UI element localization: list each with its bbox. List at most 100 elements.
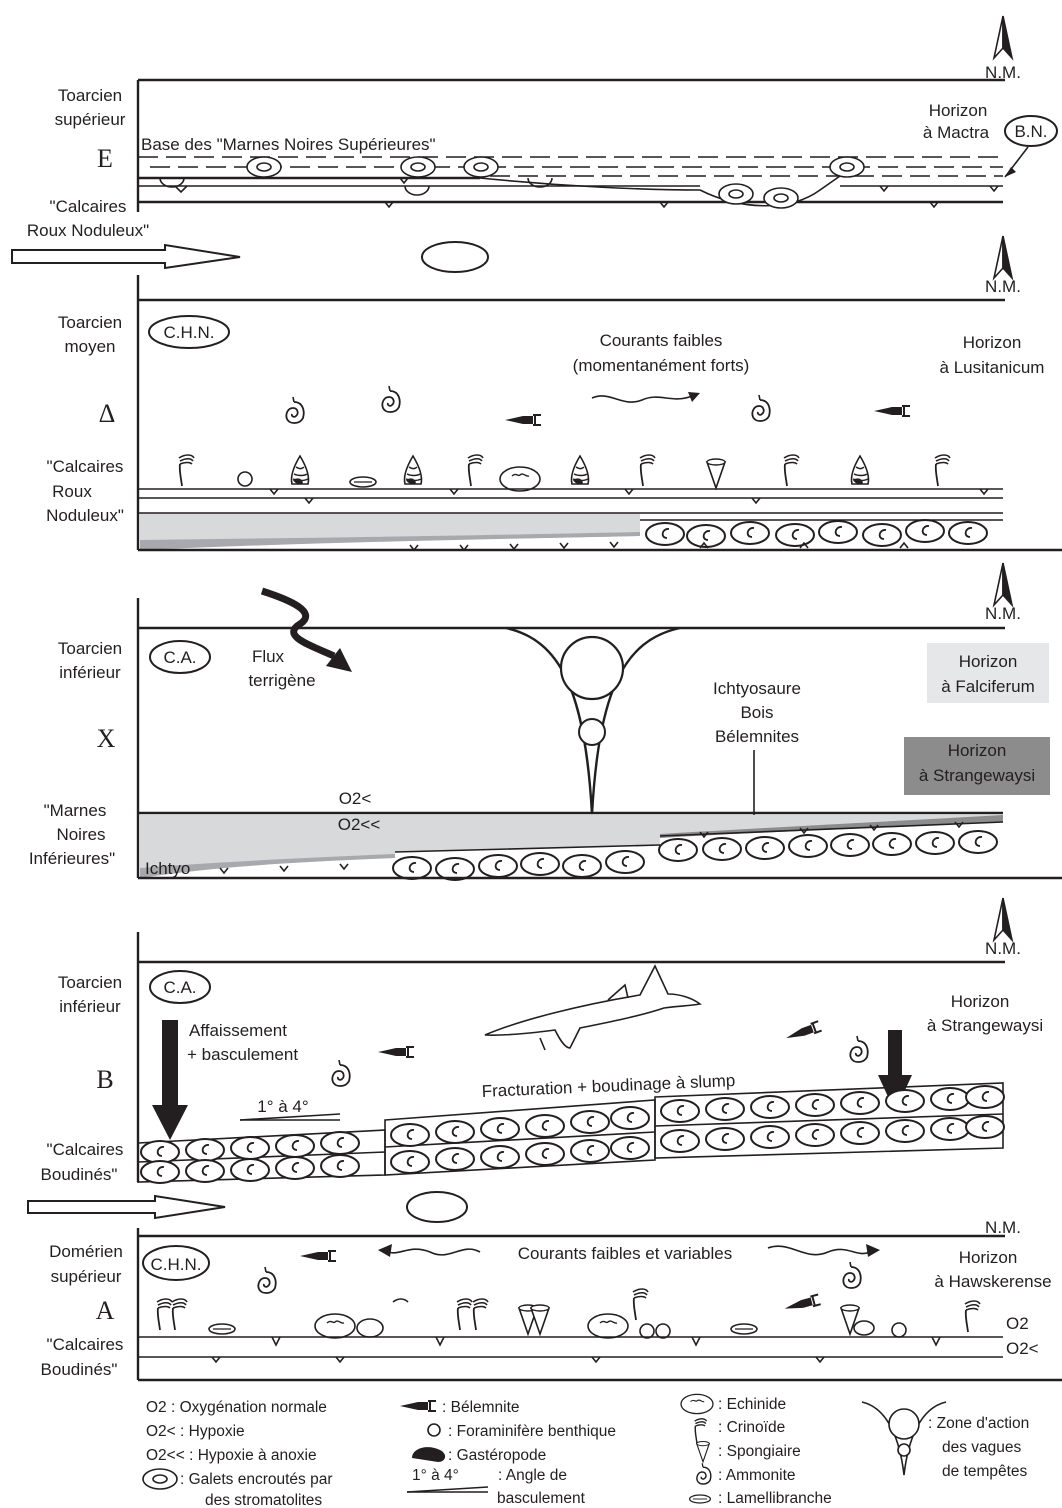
crinoid-icon	[695, 1419, 707, 1444]
gastropod-icon	[571, 456, 588, 484]
bivalve-icon	[209, 1324, 235, 1334]
formation-label-line2: Boudinés"	[41, 1165, 118, 1184]
formation-label-line3: Inférieures"	[29, 849, 115, 868]
bivalve-icon	[731, 1324, 757, 1334]
badge-oval	[407, 1192, 467, 1222]
foraminifera-icon	[892, 1323, 906, 1337]
crinoid-icon	[640, 455, 655, 486]
stage-label-line2: inférieur	[59, 663, 121, 682]
stage-label-line1: Toarcien	[58, 86, 122, 105]
horizon-a-line2: à Falciferum	[941, 677, 1035, 696]
legend-item: des vagues	[942, 1439, 1022, 1456]
flux-label-line1: Flux	[252, 647, 285, 666]
legend-angle: 1° à 4°	[412, 1467, 459, 1484]
stage-label-line2: inférieur	[59, 997, 121, 1016]
north-arrow-icon	[994, 898, 1012, 940]
formation-label-line1: "Calcaires	[47, 1335, 124, 1354]
gastropod-icon	[404, 456, 421, 484]
bivalve-icon	[690, 1495, 711, 1503]
legend-item: basculement	[497, 1490, 586, 1507]
north-arrow-icon	[994, 236, 1012, 278]
legend-item: : Lamellibranche	[718, 1490, 832, 1507]
currents-line1: Courants faibles	[600, 331, 723, 350]
currents-label: Courants faibles et variables	[518, 1244, 733, 1263]
formation-label-line1: "Calcaires	[47, 1140, 124, 1159]
ichthyosaur-icon	[485, 966, 700, 1048]
panel-a: N.M. Domérien supérieur A "Calcaires Bou…	[41, 1218, 1062, 1380]
horizon-line2: à Hawskerense	[934, 1272, 1051, 1291]
legend-item: : Ammonite	[718, 1467, 796, 1484]
ammonite-icon	[843, 1262, 860, 1288]
ammonite-icon	[850, 1036, 867, 1062]
formation-label-line2: Roux Noduleux"	[27, 221, 149, 240]
north-label: N.M.	[985, 277, 1021, 296]
echinoid-icon	[588, 1314, 628, 1338]
north-label: N.M.	[985, 939, 1021, 958]
horizon-b-line1: Horizon	[948, 741, 1007, 760]
legend-item: O2 : Oxygénation normale	[146, 1399, 327, 1416]
lacune-top	[12, 242, 488, 272]
stage-label-line2: supérieur	[51, 1267, 122, 1286]
formation-label-line3: Noduleux"	[46, 506, 124, 525]
crinoid-icon	[633, 1289, 648, 1320]
formation-label-line2: Boudinés"	[41, 1360, 118, 1379]
oxygen-label-a: O2	[1006, 1314, 1029, 1333]
oxygen-label-b: O2<<	[338, 815, 381, 834]
pebble-icon	[143, 1469, 177, 1489]
crinoid-icon	[965, 1301, 980, 1332]
legend-item: : Galets encroutés par	[180, 1471, 333, 1488]
stage-label-line1: Toarcien	[58, 313, 122, 332]
panel-delta: N.M. Toarcien moyen Δ "Calcaires Roux No…	[46, 236, 1062, 550]
horizon-label-line1: Horizon	[963, 333, 1022, 352]
echinoid-icon	[500, 467, 540, 491]
lacune-arrow-icon	[28, 1196, 225, 1218]
fracture-label: Fracturation + boudinage à slump	[481, 1071, 735, 1101]
flux-label-line2: terrigène	[248, 671, 315, 690]
legend-item: : Spongiaire	[718, 1443, 801, 1460]
stage-label-line2: supérieur	[55, 110, 126, 129]
legend: O2 : Oxygénation normale O2< : Hypoxie O…	[143, 1394, 1029, 1508]
sponge-icon	[697, 1442, 710, 1462]
base-label: Base des "Marnes Noires Supérieures"	[141, 135, 436, 154]
horizon-label-line2: à Lusitanicum	[940, 358, 1045, 377]
gastropod-icon	[412, 1447, 445, 1462]
formation-label-line2: Roux	[52, 482, 92, 501]
legend-item: : Bélemnite	[442, 1399, 520, 1416]
belemnite-icon	[784, 1021, 821, 1043]
lacune-bottom	[28, 1192, 467, 1222]
zone-letter: B	[96, 1065, 113, 1094]
legend-item: des stromatolites	[205, 1492, 322, 1508]
badge-label: C.A.	[163, 648, 196, 667]
zone-letter: X	[97, 724, 116, 753]
ammonite-icon	[382, 386, 399, 412]
bivalve-icon	[350, 477, 376, 487]
legend-item: : Gastéropode	[448, 1447, 546, 1464]
foraminifera-icon	[428, 1424, 440, 1436]
foraminifera-icon	[393, 1299, 408, 1302]
legend-item: O2<< : Hypoxie à anoxie	[146, 1447, 317, 1464]
legend-item: : Foraminifère benthique	[448, 1423, 616, 1440]
formation-label-line1: "Marnes	[44, 801, 107, 820]
badge-label: C.A.	[163, 978, 196, 997]
badge-label: C.H.N.	[151, 1255, 202, 1274]
angle-label: 1° à 4°	[257, 1097, 308, 1116]
crinoid-icon	[784, 455, 799, 486]
ammonite-icon	[286, 397, 303, 423]
horizon-line2: à Strangewaysi	[927, 1016, 1043, 1035]
formation-label-line1: "Calcaires	[50, 197, 127, 216]
zone-letter: A	[96, 1296, 115, 1325]
ammonite-icon	[697, 1463, 711, 1484]
north-label: N.M.	[985, 604, 1021, 623]
legend-item: : Zone d'action	[928, 1415, 1029, 1432]
finds-line1: Ichtyosaure	[713, 679, 801, 698]
crinoid-icon	[172, 1299, 187, 1330]
stage-label-line1: Toarcien	[58, 639, 122, 658]
currents-line2: (momentanément forts)	[573, 356, 750, 375]
badge-label: C.H.N.	[164, 323, 215, 342]
crinoid-icon	[473, 1299, 488, 1330]
crinoid-icon	[157, 1299, 172, 1330]
nodular-layer	[646, 520, 987, 547]
stage-label-line2: moyen	[64, 337, 115, 356]
horizon-a-line1: Horizon	[959, 652, 1018, 671]
